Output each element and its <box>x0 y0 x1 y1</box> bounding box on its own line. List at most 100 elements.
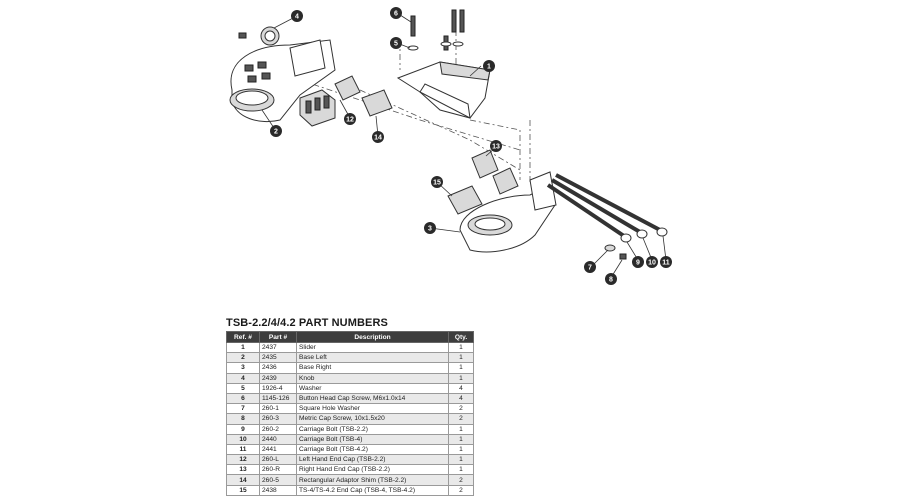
description-cell: Square Hole Washer <box>296 403 449 415</box>
description-cell: Carriage Bolt (TSB-4) <box>296 433 449 445</box>
slider-part <box>396 61 491 119</box>
ref-cell: 8 <box>226 413 260 425</box>
callout-12-label: 12 <box>346 117 354 124</box>
callout-7-label: 7 <box>588 265 592 272</box>
ref-cell: 4 <box>226 372 260 384</box>
part-number-cell: 2437 <box>259 341 297 354</box>
callout-11-label: 11 <box>662 260 670 267</box>
ref-cell: 5 <box>226 382 260 394</box>
ref-cell: 1 <box>226 341 260 354</box>
description-cell: Base Right <box>296 362 449 374</box>
description-cell: Washer <box>296 382 449 394</box>
qty-cell: 1 <box>448 352 474 364</box>
callout-15: 15 <box>431 176 443 188</box>
right-end-cap-part <box>471 149 519 195</box>
ref-cell: 6 <box>226 392 260 405</box>
qty-cell: 2 <box>448 413 474 425</box>
description-cell: Base Left <box>296 352 449 364</box>
qty-cell: 4 <box>448 392 474 405</box>
qty-cell: 1 <box>448 443 474 456</box>
carriage-bolts-part <box>546 173 668 243</box>
callout-13-label: 13 <box>492 144 500 151</box>
ref-cell: 14 <box>226 474 260 486</box>
ref-cell: 9 <box>226 423 260 435</box>
callout-1: 1 <box>483 60 495 72</box>
description-cell: Knob <box>296 372 449 384</box>
callout-5-label: 5 <box>394 41 398 48</box>
callout-8-label: 8 <box>609 277 613 284</box>
part-number-cell: 260-L <box>259 454 297 466</box>
ref-cell: 7 <box>226 403 260 415</box>
header-part: Part # <box>259 331 297 343</box>
part-number-cell: 2441 <box>259 443 297 456</box>
callout-12: 12 <box>344 113 356 125</box>
description-cell: Carriage Bolt (TSB-4.2) <box>296 443 449 456</box>
description-cell: Right Hand End Cap (TSB-2.2) <box>296 464 449 476</box>
cap-screws-part <box>407 9 465 51</box>
part-number-cell: 2438 <box>259 484 297 496</box>
left-end-cap-part <box>299 89 336 127</box>
qty-cell: 1 <box>448 341 474 354</box>
ref-cell: 11 <box>226 443 260 456</box>
callout-8: 8 <box>605 273 617 285</box>
description-cell: Button Head Cap Screw, M6x1.0x14 <box>296 392 449 405</box>
exploded-parts-diagram: 1 2 3 4 5 6 7 8 9 10 11 12 13 14 15 <box>229 7 672 285</box>
qty-cell: 4 <box>448 382 474 394</box>
qty-cell: 2 <box>448 484 474 496</box>
description-cell: Carriage Bolt (TSB-2.2) <box>296 423 449 435</box>
ref-cell: 3 <box>226 362 260 374</box>
description-cell: Metric Cap Screw, 10x1.5x20 <box>296 413 449 425</box>
square-washer-part <box>604 244 627 260</box>
description-cell: Left Hand End Cap (TSB-2.2) <box>296 454 449 466</box>
part-numbers-section: TSB-2.2/4/4.2 PART NUMBERS Ref. # Part #… <box>226 317 474 496</box>
base-right-part <box>459 171 557 253</box>
part-number-cell: 2435 <box>259 352 297 364</box>
callout-11: 11 <box>660 256 672 268</box>
qty-cell: 1 <box>448 423 474 435</box>
qty-cell: 1 <box>448 454 474 466</box>
description-cell: TS-4/TS-4.2 End Cap (TSB-4, TSB-4.2) <box>296 484 449 496</box>
callout-3: 3 <box>424 222 436 234</box>
callout-10-label: 10 <box>648 260 656 267</box>
qty-cell: 1 <box>448 362 474 374</box>
callout-4-label: 4 <box>295 14 299 21</box>
part-number-cell: 260-R <box>259 464 297 476</box>
part-number-cell: 2436 <box>259 362 297 374</box>
table-header-row: Ref. # Part # Description Qty. <box>226 331 474 343</box>
part-number-cell: 1145-126 <box>259 392 297 405</box>
callout-4: 4 <box>291 10 303 22</box>
table-title: TSB-2.2/4/4.2 PART NUMBERS <box>226 317 388 329</box>
callout-15-label: 15 <box>433 180 441 187</box>
callout-10: 10 <box>646 256 658 268</box>
callout-7: 7 <box>584 261 596 273</box>
tsb-end-cap-part <box>447 185 483 215</box>
callout-1-label: 1 <box>487 64 491 71</box>
part-number-cell: 1926-4 <box>259 382 297 394</box>
callout-2-label: 2 <box>274 129 278 136</box>
ref-cell: 10 <box>226 433 260 445</box>
ref-cell: 15 <box>226 484 260 496</box>
left-end-cap-shim-part <box>334 75 393 117</box>
header-ref: Ref. # <box>226 331 260 343</box>
qty-cell: 1 <box>448 433 474 445</box>
callout-9: 9 <box>632 256 644 268</box>
callout-14-label: 14 <box>374 135 382 142</box>
callout-6-label: 6 <box>394 11 398 18</box>
callout-6: 6 <box>390 7 402 19</box>
callout-13: 13 <box>490 140 502 152</box>
callout-14: 14 <box>372 131 384 143</box>
qty-cell: 1 <box>448 372 474 384</box>
callout-3-label: 3 <box>428 226 432 233</box>
ref-cell: 13 <box>226 464 260 476</box>
header-qty: Qty. <box>448 331 474 343</box>
qty-cell: 1 <box>448 464 474 476</box>
